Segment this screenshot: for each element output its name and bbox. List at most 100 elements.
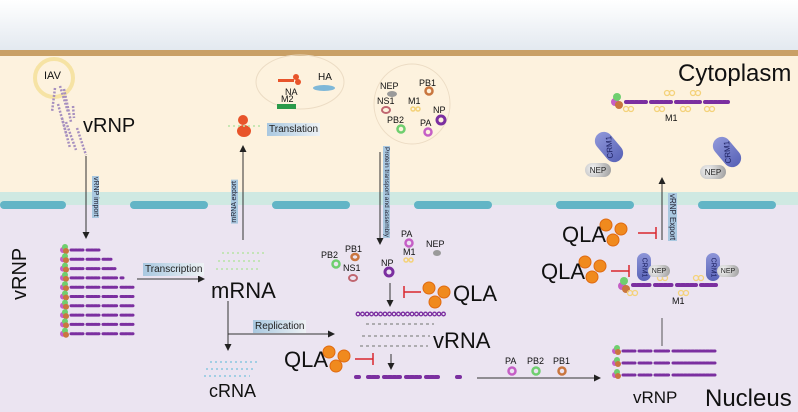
ns1-icon <box>381 106 391 114</box>
m1-icon <box>403 257 414 263</box>
ns1-icon <box>348 274 358 282</box>
vrnp-row <box>612 369 717 379</box>
vrna-label: vRNA <box>433 328 491 353</box>
m1-label: M1 <box>408 96 421 106</box>
nep-icon <box>433 250 441 256</box>
na-protein-icon <box>278 74 301 85</box>
pb1-label: PB1 <box>553 356 571 366</box>
vrna-strands-icon <box>360 323 434 347</box>
vrna-bead <box>369 311 374 317</box>
vrnp-row <box>60 271 125 282</box>
m1-label: M1 <box>672 296 685 306</box>
qla-molecule-icon <box>578 255 607 284</box>
vrna-bead <box>396 311 401 317</box>
np-icon <box>383 266 395 278</box>
ha-label: HA <box>318 72 332 83</box>
nep-protein: NEP <box>648 265 670 277</box>
qla-label: QLA <box>562 222 607 247</box>
m2-protein-icon <box>277 104 296 109</box>
vrnp-row <box>60 327 135 338</box>
pa-icon <box>507 366 517 376</box>
vrna-bead <box>400 311 406 317</box>
progeny-vrnp-stack <box>612 345 717 379</box>
vrnp-row <box>60 253 113 264</box>
np-label: NP <box>381 258 394 268</box>
vrnp-export-label: vRNP Export <box>668 193 677 242</box>
nep-protein: NEP <box>717 265 739 277</box>
membrane-protein-cluster <box>255 54 345 110</box>
cytoplasm-region <box>0 56 798 192</box>
nuclear-pore <box>698 201 776 209</box>
inhibition-bar-icon <box>611 265 630 277</box>
vrnp-row <box>60 262 117 273</box>
nep-protein: NEP <box>700 165 726 179</box>
vrna-bead <box>391 311 397 317</box>
pb1-icon <box>424 86 434 96</box>
np-label: NP <box>433 105 446 115</box>
nuclear-pore <box>130 201 208 209</box>
vrnp-label: vRNP <box>83 115 136 137</box>
vrna-bead <box>360 311 365 317</box>
pa-label: PA <box>401 229 413 239</box>
protein-transport-label: Protein transport and assembly <box>383 146 390 238</box>
vrnp-row <box>60 309 135 320</box>
vrna-bead <box>378 311 383 317</box>
nep-label: NEP <box>380 81 399 91</box>
crm1-protein: CRM1 <box>637 253 651 281</box>
ribosome-icon <box>228 115 262 137</box>
vrna-bead <box>405 311 410 317</box>
vrnp-row <box>612 345 717 355</box>
vrnp-strands-icon <box>50 85 88 156</box>
vrnp-row <box>612 357 717 367</box>
progeny-vrnp-label: vRNP <box>633 388 678 407</box>
crna-label: cRNA <box>209 381 257 401</box>
mrna-strands-icon <box>216 252 265 270</box>
nep-protein: NEP <box>585 163 611 177</box>
vrnp-row <box>60 244 101 254</box>
pb2-label: PB2 <box>527 356 545 366</box>
vrna-bead <box>382 311 388 317</box>
vrna-template <box>355 311 446 317</box>
extracellular-space <box>0 0 798 50</box>
vrna-bead <box>387 311 392 317</box>
vrna-bead <box>436 311 442 317</box>
replication-label: Replication <box>253 320 307 333</box>
nuclear-pore <box>414 201 492 209</box>
na-label: NA <box>285 87 298 97</box>
ns1-label: NS1 <box>343 263 361 273</box>
iav-label: IAV <box>44 70 61 82</box>
pb2-icon <box>331 259 341 269</box>
translation-label: Translation <box>267 123 321 136</box>
pb2-icon <box>396 124 406 134</box>
nuclear-vrnp-stack <box>60 244 135 338</box>
nuclear-vrnp-label: vRNP <box>9 247 31 300</box>
transcription-label: Transcription <box>143 263 205 276</box>
pb1-icon <box>557 366 567 376</box>
nep-label: NEP <box>426 239 445 249</box>
vrnp-row <box>60 318 135 329</box>
cytoplasm-label: Cytoplasm <box>678 60 792 87</box>
qla-molecule-icon <box>599 218 628 247</box>
vrna-bead <box>423 311 428 317</box>
vrna-bead <box>432 311 437 317</box>
qla-molecule-icon <box>422 281 451 309</box>
vrnp-row <box>60 281 135 292</box>
nep-icon <box>387 91 397 97</box>
pb2-label: PB2 <box>387 115 405 125</box>
pb2-icon <box>531 366 541 376</box>
vrna-bead <box>418 311 424 317</box>
inhibition-bar-icon <box>403 286 421 298</box>
pb1-label: PB1 <box>419 78 437 88</box>
vrna-bead <box>364 311 370 317</box>
cytoplasm-vrnp-complex <box>611 89 730 113</box>
iav-virion-icon <box>33 57 75 99</box>
nuclear-pore <box>272 201 350 209</box>
inhibition-bar-icon <box>355 353 374 365</box>
pb1-label: PB1 <box>345 244 363 254</box>
ns1-label: NS1 <box>377 96 395 106</box>
vrna-bead <box>441 311 446 317</box>
pa-label: PA <box>420 118 432 128</box>
qla-label: QLA <box>284 347 329 372</box>
vrna-bead <box>373 311 379 317</box>
pb1-icon <box>350 252 360 262</box>
